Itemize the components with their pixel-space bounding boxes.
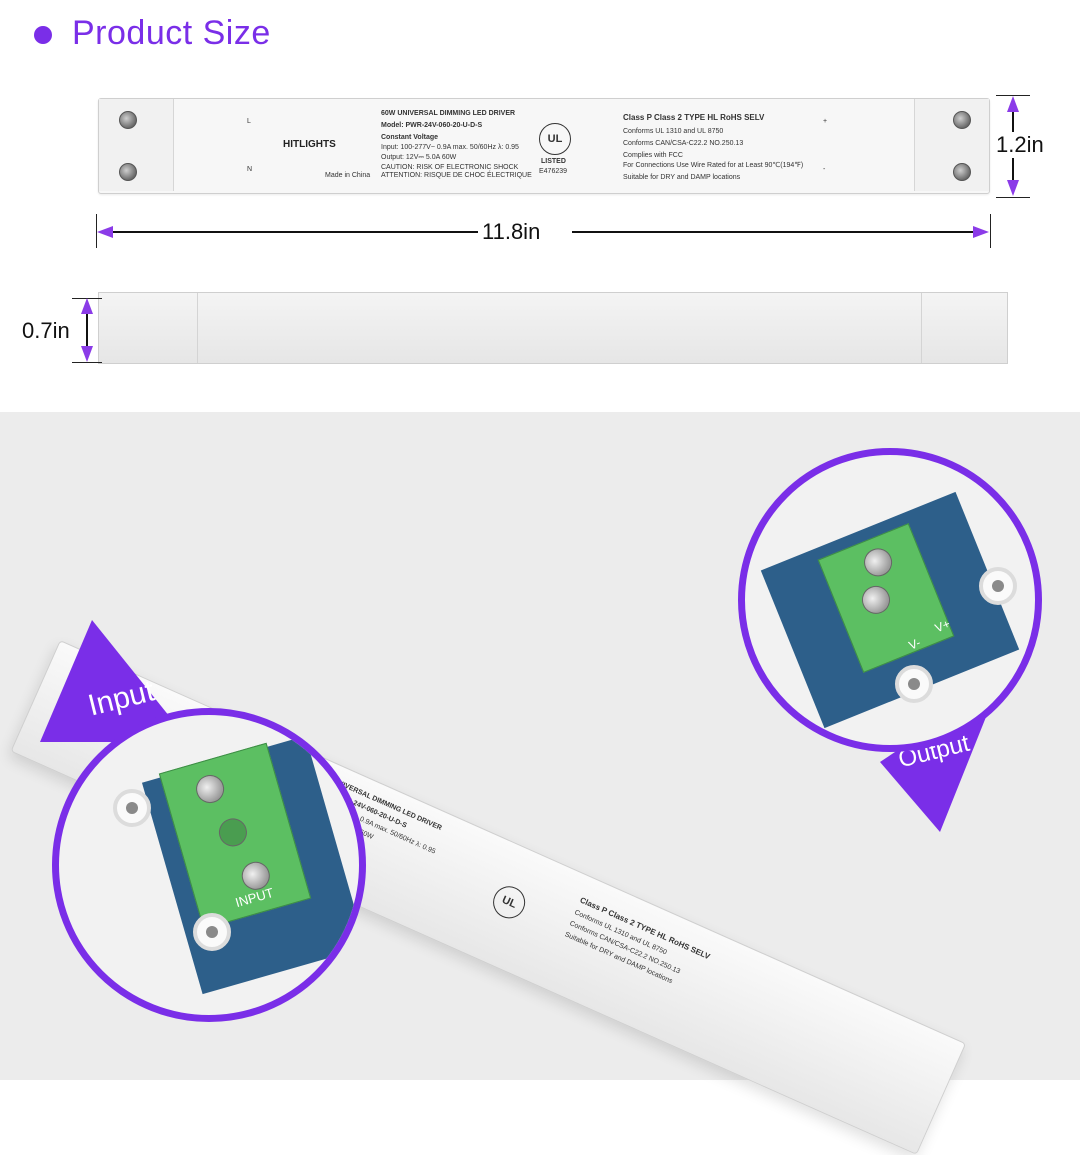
- input-zoom-circle: INPUT: [52, 708, 366, 1022]
- mounting-hole-icon: [992, 580, 1004, 592]
- wire-rating: For Connections Use Wire Rated for at Le…: [623, 162, 804, 169]
- title-bullet: [34, 26, 52, 44]
- mounting-post: [979, 567, 1017, 605]
- screw-icon: [119, 111, 137, 129]
- arrow-left-icon: [97, 226, 113, 238]
- driver-end-cap-right: [914, 99, 989, 191]
- model-number: Model: PWR-24V-060-20-U-D-S: [381, 122, 483, 129]
- length-dimension-line-left: [110, 231, 478, 233]
- brand-logo: HITLIGHTS: [283, 139, 336, 150]
- arrow-up-icon: [81, 298, 93, 314]
- pin-label-n: N: [247, 166, 253, 173]
- screw-icon: [192, 771, 228, 807]
- pin-label-vplus: +: [823, 118, 828, 125]
- input-rating: Input: 100-277V~ 0.9A max. 50/60Hz λ: 0.…: [381, 144, 519, 151]
- side-seam-left: [197, 293, 198, 363]
- attention-text: ATTENTION: RISQUE DE CHOC ÉLECTRIQUE: [381, 172, 532, 179]
- screw-icon: [859, 544, 897, 581]
- height-label: 0.7in: [22, 318, 70, 343]
- file-number: E476239: [539, 168, 568, 175]
- terminal-slot-icon: [215, 815, 251, 850]
- length-tick-left: [96, 214, 97, 248]
- fcc-text: Complies with FCC: [623, 152, 683, 159]
- mounting-post: [193, 913, 231, 951]
- mounting-post: [113, 789, 151, 827]
- mounting-hole-icon: [206, 926, 218, 938]
- listed-text: LISTED: [541, 158, 566, 165]
- output-zoom-circle: V- V+: [738, 448, 1042, 752]
- screw-icon: [857, 581, 895, 619]
- pin-label-l: L: [247, 118, 251, 125]
- length-tick-right: [990, 214, 991, 248]
- product-name: 60W UNIVERSAL DIMMING LED DRIVER: [381, 110, 516, 117]
- certification-classes: Class P Class 2 TYPE HL RoHS SELV: [623, 113, 765, 122]
- caution-text: CAUTION: RISK OF ELECTRONIC SHOCK: [381, 164, 519, 171]
- page-title: Product Size: [72, 14, 271, 52]
- length-label: 11.8in: [482, 219, 541, 244]
- conforms-csa: Conforms CAN/CSA-C22.2 NO.250.13: [623, 140, 744, 147]
- side-seam-right: [921, 293, 922, 363]
- input-beam: [40, 620, 190, 742]
- arrow-right-icon: [973, 226, 989, 238]
- screw-icon: [953, 111, 971, 129]
- mounting-hole-icon: [908, 678, 920, 690]
- pin-label-vminus: -: [823, 166, 826, 173]
- ul-mark: UL: [539, 123, 571, 155]
- height-dimension-line: [86, 312, 88, 348]
- location-rating: Suitable for DRY and DAMP locations: [623, 174, 741, 181]
- length-dimension-line-right: [572, 231, 976, 233]
- driver-top-view: L N HITLIGHTS Made in China 60W UNIVERSA…: [98, 98, 990, 194]
- mounting-hole-icon: [126, 802, 138, 814]
- origin-text: Made in China: [325, 172, 371, 179]
- screw-icon: [953, 163, 971, 181]
- arrow-down-icon: [1007, 180, 1019, 196]
- width-tick-top: [996, 95, 1030, 96]
- arrow-down-icon: [81, 346, 93, 362]
- output-rating: Output: 12V⎓ 5.0A 60W: [381, 154, 457, 161]
- conforms-ul: Conforms UL 1310 and UL 8750: [623, 128, 724, 135]
- screw-icon: [119, 163, 137, 181]
- driver-type: Constant Voltage: [381, 134, 439, 141]
- arrow-up-icon: [1007, 96, 1019, 112]
- driver-end-cap-left: [99, 99, 174, 191]
- width-label: 1.2in: [994, 132, 1046, 158]
- height-tick-bottom: [72, 362, 102, 363]
- driver-side-view: [98, 292, 1008, 364]
- mounting-post: [895, 665, 933, 703]
- width-tick-bottom: [996, 197, 1030, 198]
